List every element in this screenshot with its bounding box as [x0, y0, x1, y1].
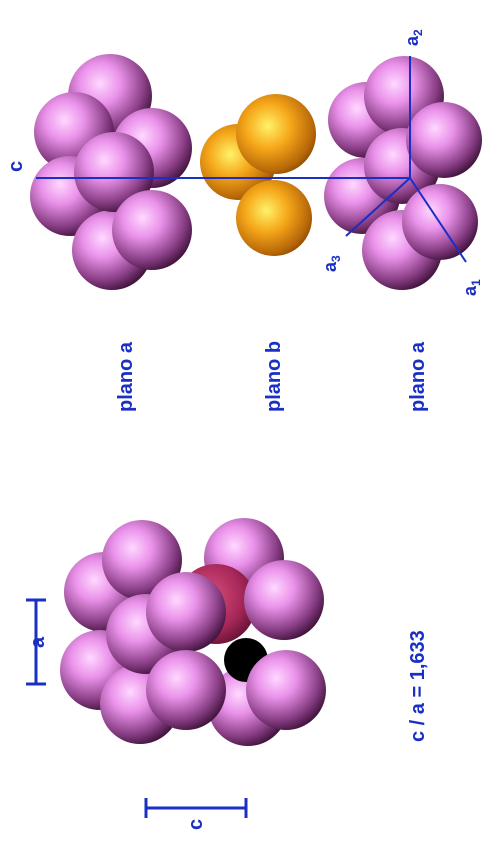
plane-label-b: plano b — [263, 341, 285, 412]
dimension-c-label: c — [185, 819, 207, 830]
top-structure: c a2 a3 a1 plano a plano b plano a — [5, 29, 483, 412]
ratio-label: c / a = 1,633 — [407, 630, 429, 742]
dimension-c-bracket — [146, 798, 246, 818]
axis-label-c: c — [5, 161, 27, 172]
axis-label-a1: a1 — [460, 279, 483, 296]
axis-label-a1-sub: 1 — [469, 279, 483, 286]
atom-sphere — [146, 650, 226, 730]
bottom-structure: a c c / a = 1,633 — [26, 518, 429, 830]
axis-label-a2: a2 — [402, 29, 425, 46]
atom-sphere — [246, 650, 326, 730]
atom-sphere — [236, 180, 312, 256]
axis-label-a3-sub: 3 — [329, 255, 343, 262]
plane-label-a-right: plano a — [407, 341, 429, 412]
dimension-a-label: a — [27, 636, 49, 648]
axis-label-a3: a3 — [320, 255, 343, 272]
plane-label-a-left: plano a — [115, 341, 137, 412]
atom-sphere — [406, 102, 482, 178]
atom-sphere — [112, 190, 192, 270]
atom-sphere — [146, 572, 226, 652]
layer-b-middle — [200, 94, 316, 256]
layer-a-right — [324, 56, 482, 290]
atom-sphere — [244, 560, 324, 640]
atom-sphere — [236, 94, 316, 174]
layer-a-left — [30, 54, 192, 290]
axis-label-a2-sub: 2 — [411, 29, 425, 36]
